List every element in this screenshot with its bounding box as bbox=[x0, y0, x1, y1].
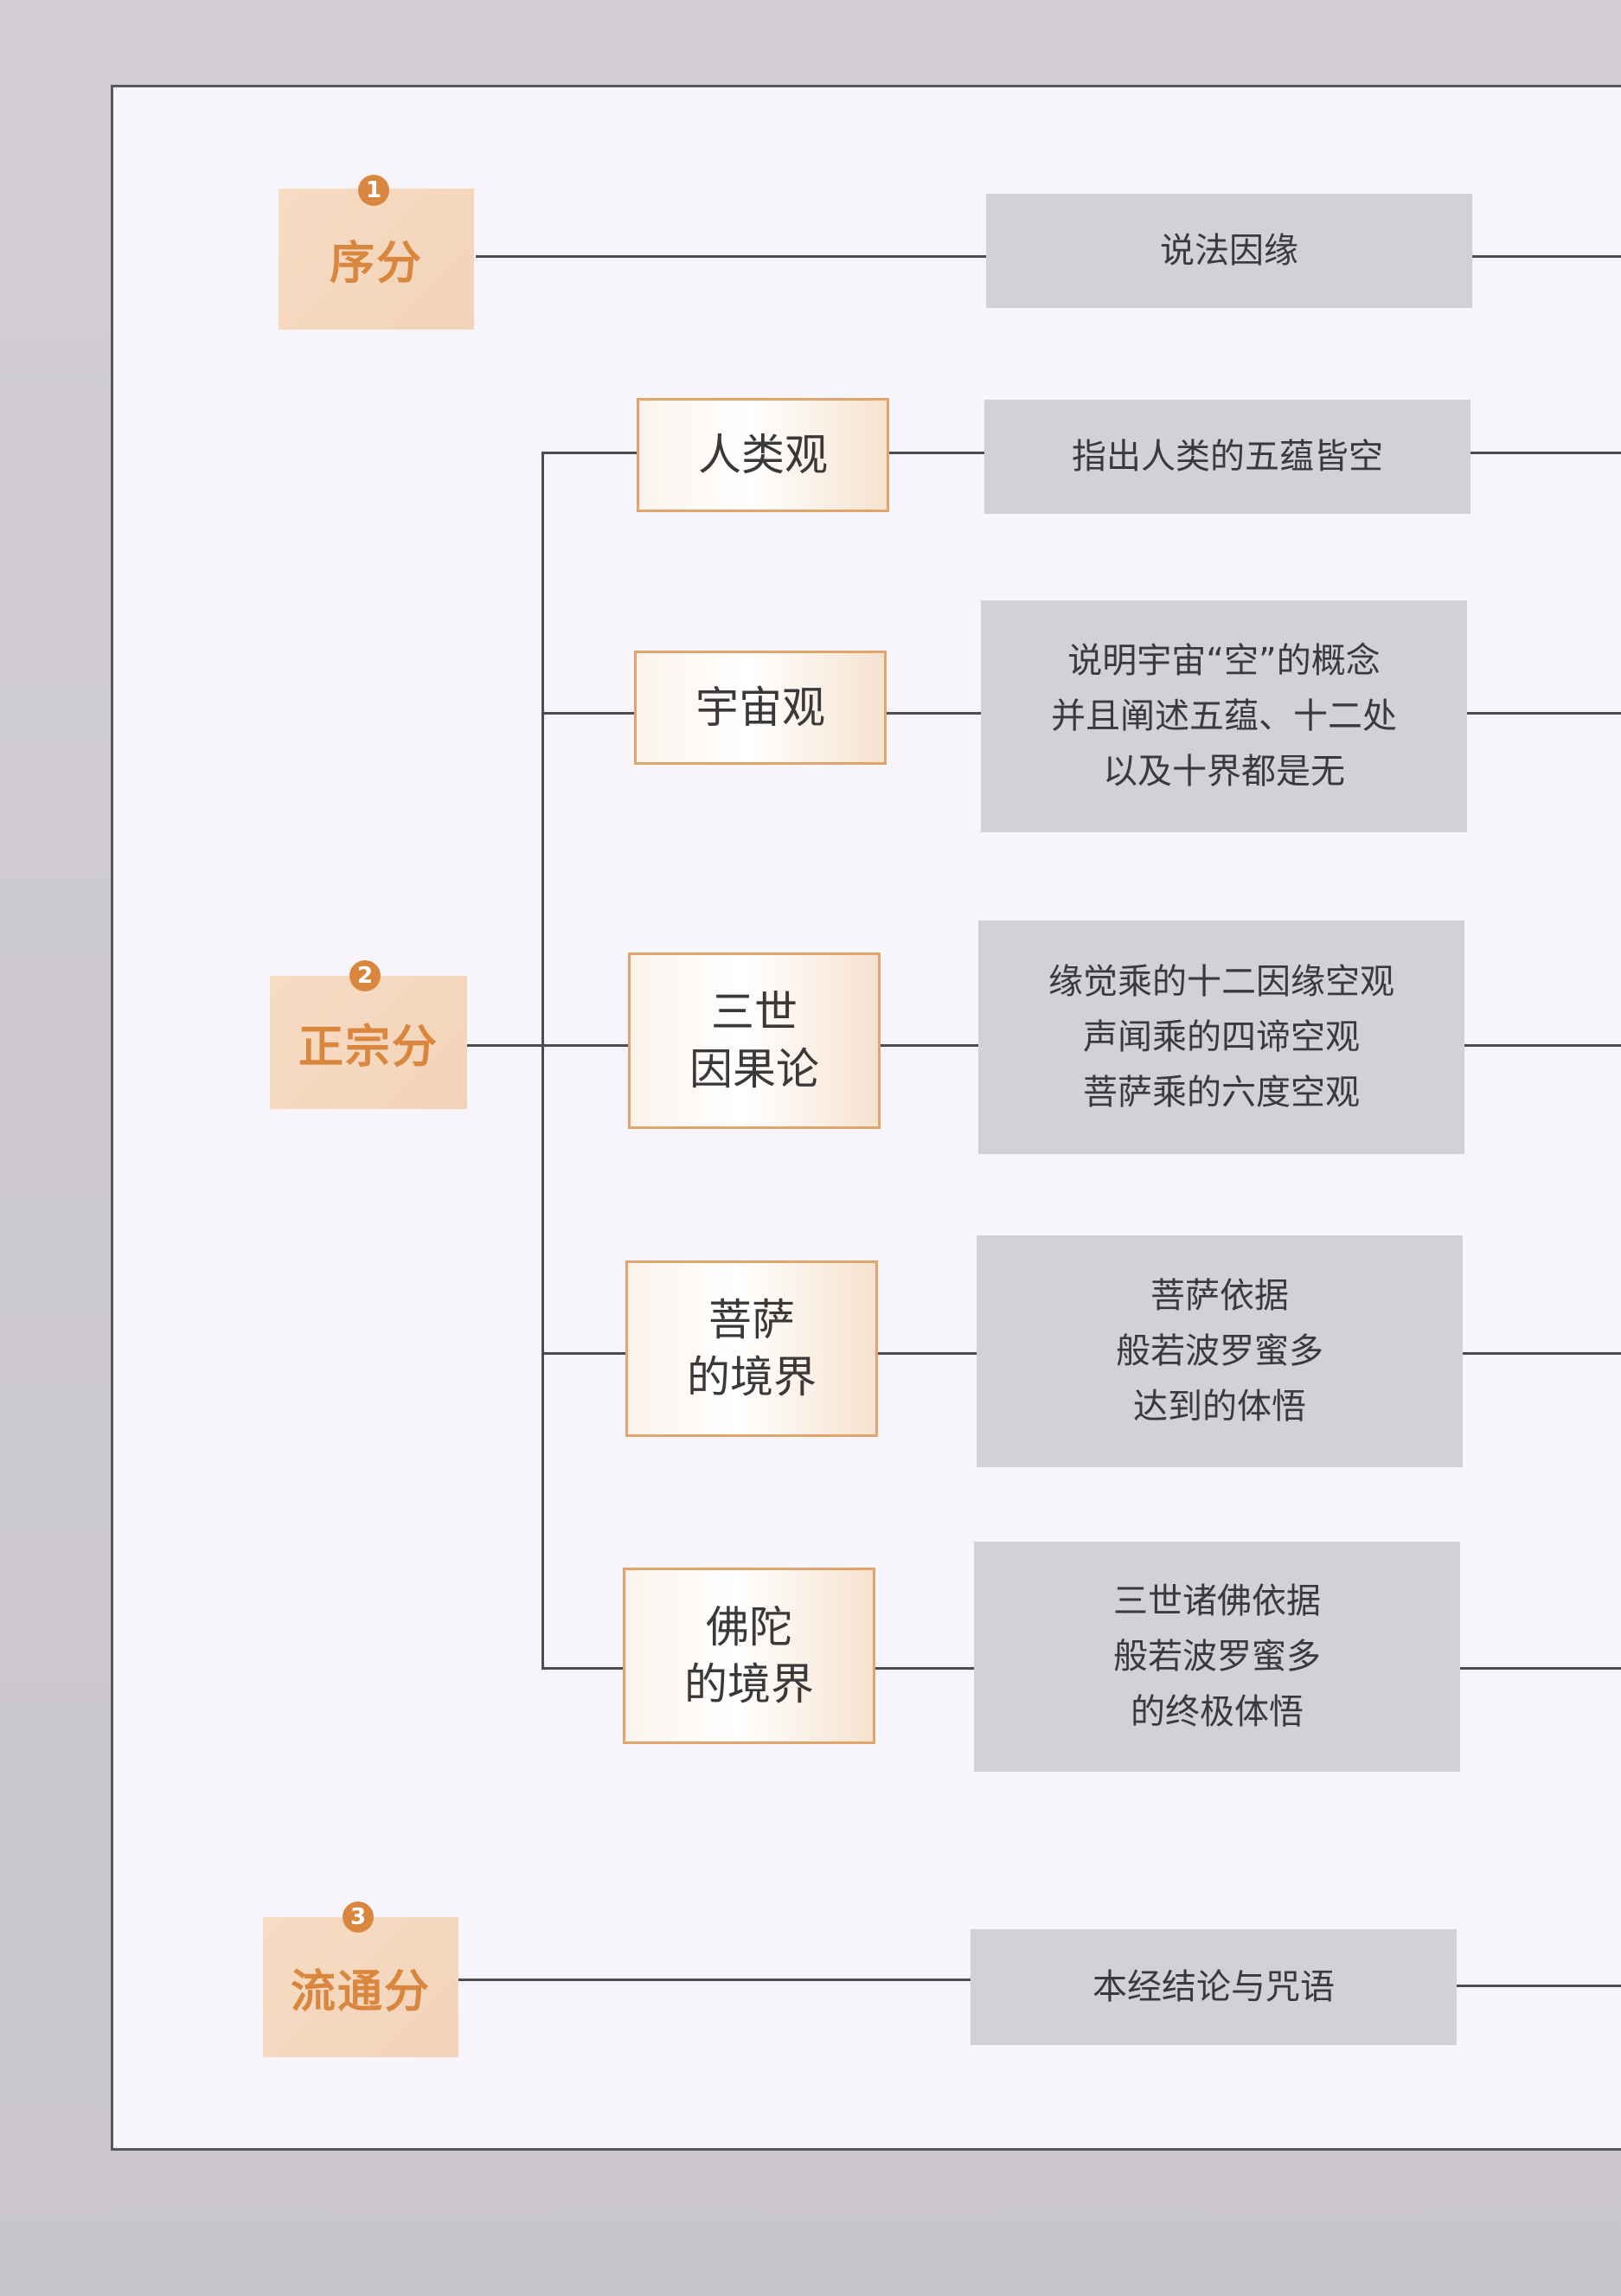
description-box: 三世诸佛依据 般若波罗蜜多 的终极体悟 bbox=[974, 1542, 1460, 1772]
connector-line bbox=[1462, 1352, 1621, 1355]
description-box: 本经结论与咒语 bbox=[971, 1929, 1457, 2045]
connector-line bbox=[441, 1979, 972, 1981]
description-box: 指出人类的五蕴皆空 bbox=[984, 400, 1470, 514]
topic-box: 宇宙观 bbox=[634, 651, 887, 765]
section-circulation: 流通分 bbox=[263, 1917, 458, 2057]
description-box: 菩萨依据 般若波罗蜜多 达到的体悟 bbox=[977, 1235, 1463, 1467]
connector-line bbox=[887, 452, 984, 454]
section-number-badge: 2 bbox=[349, 960, 381, 991]
description-box: 缘觉乘的十二因缘空观 声闻乘的四谛空观 菩萨乘的六度空观 bbox=[978, 920, 1464, 1154]
connector-line bbox=[541, 452, 638, 454]
connector-line bbox=[1472, 255, 1621, 258]
topic-box: 人类观 bbox=[637, 398, 889, 512]
connector-line bbox=[541, 1352, 628, 1355]
connector-line bbox=[1464, 1044, 1621, 1047]
trunk-line bbox=[541, 452, 544, 1668]
description-box: 说法因缘 bbox=[986, 194, 1472, 308]
connector-line bbox=[873, 1667, 975, 1670]
topic-box: 菩萨 的境界 bbox=[625, 1260, 878, 1437]
section-number-badge: 3 bbox=[343, 1902, 374, 1933]
section-preface: 序分 bbox=[279, 189, 474, 330]
connector-line bbox=[875, 1352, 977, 1355]
connector-line bbox=[1456, 1985, 1621, 1987]
section-title: 序分 bbox=[329, 237, 423, 290]
connector-line bbox=[1459, 1667, 1621, 1670]
section-main: 正宗分 bbox=[270, 976, 467, 1109]
section-title: 流通分 bbox=[290, 1965, 431, 2018]
topic-box: 佛陀 的境界 bbox=[623, 1568, 875, 1744]
topic-box: 三世 因果论 bbox=[628, 952, 881, 1129]
connector-line bbox=[467, 1044, 630, 1047]
connector-line bbox=[878, 1044, 978, 1047]
description-box: 说明宇宙“空”的概念 并且阐述五蕴、十二处 以及十界都是无 bbox=[981, 600, 1467, 832]
connector-line bbox=[1466, 712, 1621, 715]
connector-line bbox=[476, 255, 986, 258]
connector-line bbox=[541, 1667, 626, 1670]
connector-line bbox=[884, 712, 981, 715]
connector-line bbox=[1469, 452, 1621, 454]
section-number-badge: 1 bbox=[358, 175, 389, 206]
section-title: 正宗分 bbox=[298, 1020, 439, 1074]
connector-line bbox=[541, 712, 637, 715]
